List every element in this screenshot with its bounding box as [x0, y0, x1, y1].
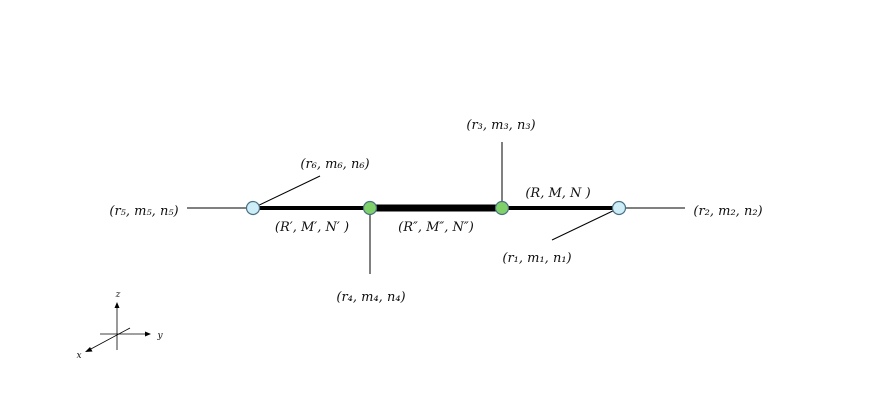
y-axis-arrow	[145, 331, 151, 337]
label-r5: (r₅, m₅, n₅)	[109, 204, 178, 219]
node-right-end	[611, 200, 627, 216]
label-r1: (r₁, m₁, n₁)	[502, 251, 571, 266]
y-axis-label: y	[156, 331, 163, 341]
label-seg-right: (R, M, N )	[525, 186, 590, 201]
label-seg-left: (R′, M′, N′ )	[275, 220, 349, 235]
label-seg-middle: (R″, M″, N″)	[398, 220, 474, 235]
label-r6: (r₆, m₆, n₆)	[300, 157, 369, 172]
label-r3: (r₃, m₃, n₃)	[466, 118, 535, 133]
lead-r1	[551, 207, 620, 241]
x-axis-arrow	[85, 347, 93, 352]
x-axis-line	[88, 327, 131, 351]
coordinate-axes: z y x	[76, 290, 163, 361]
node-inner-right	[494, 200, 510, 216]
node-inner-left	[362, 200, 378, 216]
z-axis-arrow	[114, 302, 120, 308]
label-r4: (r₄, m₄, n₄)	[336, 290, 405, 305]
label-r2: (r₂, m₂, n₂)	[693, 204, 762, 219]
node-left-end	[245, 200, 261, 216]
z-axis-label: z	[115, 290, 121, 300]
lead-r6	[252, 175, 321, 209]
x-axis-label: x	[76, 351, 81, 361]
